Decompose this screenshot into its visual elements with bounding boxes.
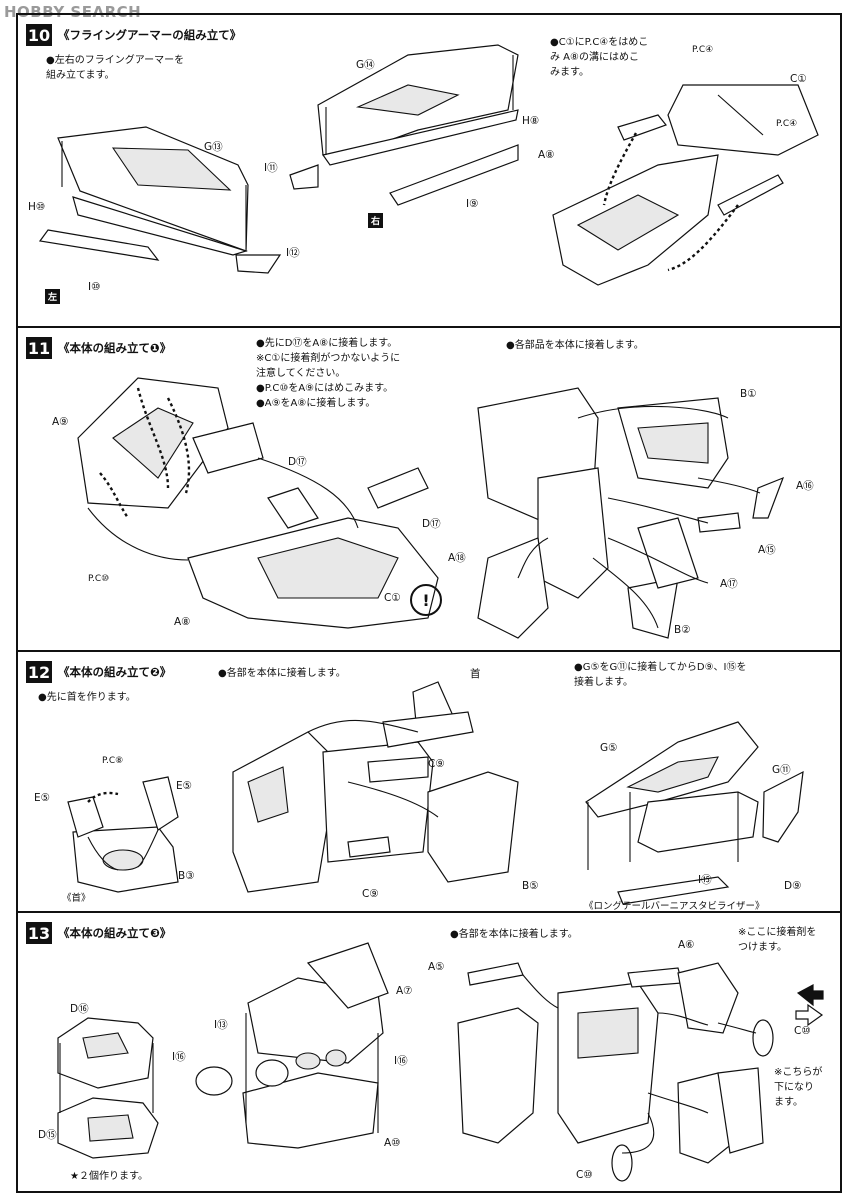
part-label: D⑮ (38, 1129, 57, 1141)
part-label: C⑨ (428, 758, 445, 770)
step-note: ●先にD⑰をA⑧に接着します。※C①に接着剤がつかないように注意してください。●… (256, 338, 401, 409)
step-note: ●各部を本体に接着します。 (450, 929, 578, 940)
part-label: I⑪ (264, 162, 278, 174)
part-label: G⑪ (772, 764, 791, 776)
part-label: D⑯ (70, 1003, 89, 1015)
step-note: ●左右のフライングアーマーを組み立てます。 (46, 55, 185, 81)
part-label: I⑨ (466, 198, 479, 210)
step-title: 《本体の組み立て❸》 (58, 926, 172, 940)
part-label: A⑤ (428, 961, 445, 973)
step-11: 11 《本体の組み立て❶》 ●先にD⑰をA⑧に接着します。※C①に接着剤がつかな… (18, 328, 840, 652)
watermark: HOBBY SEARCH (4, 3, 141, 21)
footnote: ★２個作ります。 (70, 1171, 148, 1182)
watermark-logo: HOBBY SEARCH (4, 3, 142, 21)
part-label: B② (674, 624, 691, 636)
part-label: A⑥ (678, 939, 695, 951)
part-label: A⑰ (720, 578, 738, 590)
part-label: H⑩ (28, 201, 46, 213)
stabilizer-caption: 《ロングテールバーニアスタビライザー》 (584, 901, 765, 912)
side-tag-left: 左 (45, 289, 61, 304)
step-13: 13 《本体の組み立て❸》 ●各部を本体に接着します。 ※ここに接着剤をつけます… (18, 913, 840, 1191)
part-label: B① (740, 388, 757, 400)
part-label: I⑬ (214, 1019, 228, 1031)
part-label: P.C⑩ (88, 574, 110, 584)
part-label: A⑦ (396, 985, 413, 997)
part-label: A⑯ (796, 480, 814, 492)
part-label: G⑤ (600, 742, 618, 754)
part-label: A⑨ (52, 416, 69, 428)
step-note-right: ●G⑤をG⑪に接着してからD⑨、I⑮を接着します。 (574, 662, 747, 688)
part-label: C⑨ (362, 888, 379, 900)
step-note-bottom: ※こちらが下になります。 (774, 1067, 823, 1108)
body-diagram-1 (77, 377, 785, 639)
part-label: P.C④ (776, 119, 798, 129)
step-12: 12 《本体の組み立て❷》 ●先に首を作ります。 ●各部を本体に接着します。 ●… (18, 652, 840, 913)
side-tag-right: 右 (368, 213, 384, 228)
body-diagram-3 (57, 942, 824, 1182)
step-note-right: ●C①にP.C④をはめこみ A⑧の溝にはめこみます。 (550, 37, 649, 78)
part-label: G⑬ (204, 141, 223, 153)
part-label: D⑨ (784, 880, 802, 892)
step-number: 11 (26, 337, 52, 359)
step-10: 10 《フライングアーマーの組み立て》 ●左右のフライングアーマーを組み立てます… (18, 15, 840, 328)
part-label: B⑤ (522, 880, 539, 892)
body-diagram-2 (67, 681, 804, 905)
part-label: C① (384, 592, 401, 604)
step-number: 13 (26, 922, 52, 944)
part-label: A⑧ (174, 616, 191, 628)
step-number: 10 (26, 24, 52, 46)
part-label: I⑩ (88, 281, 101, 293)
part-label: H⑧ (522, 115, 540, 127)
step-title: 《フライングアーマーの組み立て》 (58, 28, 242, 42)
part-label: G⑭ (356, 59, 375, 71)
glue-warning-icon: ! (410, 584, 442, 616)
part-label: I⑫ (286, 247, 300, 259)
part-caption: 《首》 (62, 893, 91, 904)
part-label: B③ (178, 870, 195, 882)
part-label: I⑯ (172, 1051, 186, 1063)
part-label: P.C④ (692, 45, 714, 55)
step-note-glue: ※ここに接着剤をつけます。 (738, 927, 817, 953)
step-number: 12 (26, 661, 52, 683)
part-label: E⑤ (34, 792, 51, 804)
part-label: A⑮ (758, 544, 776, 556)
step-title: 《本体の組み立て❶》 (58, 341, 172, 355)
part-label: P.C⑧ (102, 756, 124, 766)
part-label: D⑰ (288, 456, 307, 468)
part-label: C⑩ (576, 1169, 593, 1181)
part-label: D⑰ (422, 518, 441, 530)
step-note: ●先に首を作ります。 (38, 692, 136, 703)
step-title: 《本体の組み立て❷》 (58, 665, 172, 679)
part-label: C① (790, 73, 807, 85)
part-label: I⑯ (394, 1055, 408, 1067)
part-label: E⑤ (176, 780, 193, 792)
part-label: C⑩ (794, 1025, 811, 1037)
armor-diagram (38, 44, 819, 286)
part-label: 首 (470, 668, 481, 680)
part-label: A⑧ (538, 149, 555, 161)
instruction-sheet: 10 《フライングアーマーの組み立て》 ●左右のフライングアーマーを組み立てます… (16, 13, 842, 1193)
part-label: A⑩ (384, 1137, 401, 1149)
step-note-middle: ●各部を本体に接着します。 (218, 668, 346, 679)
step-note-right: ●各部品を本体に接着します。 (506, 340, 644, 351)
part-label: A⑱ (448, 552, 466, 564)
part-label: I⑮ (698, 874, 712, 886)
